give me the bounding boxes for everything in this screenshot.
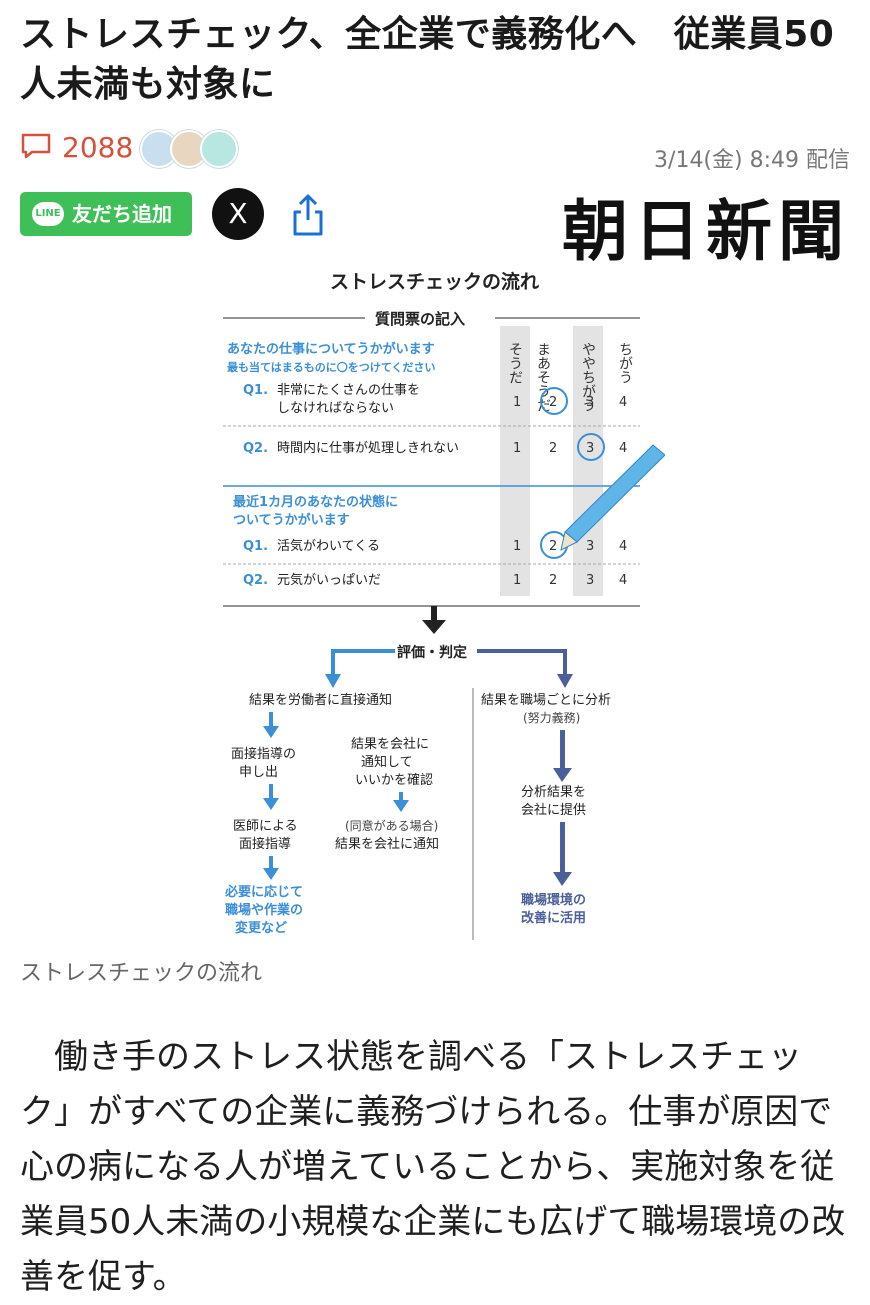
comment-count[interactable]: 2088 [62, 131, 134, 164]
section2-heading: ついてうかがいます [233, 512, 350, 528]
answer-circle [540, 387, 568, 415]
flow-step: 面接指導 [239, 836, 291, 852]
answer-num: 1 [513, 441, 521, 456]
answer-num: 2 [549, 573, 557, 588]
publish-date: 3/14(金) 8:49 配信 [654, 148, 850, 173]
q-text: 活気がわいてくる [277, 538, 380, 554]
answer-num: 3 [586, 395, 594, 410]
article-title: ストレスチェック、全企業で義務化へ 従業員50人未満も対象に [20, 14, 835, 105]
answer-num: 4 [619, 395, 627, 410]
flow-outcome: 変更など [235, 920, 287, 936]
flow-step: 申し出 [239, 765, 278, 780]
meta-row: 2088 3/14(金) 8:49 配信 [20, 128, 850, 173]
flow-step: いいかを確認 [355, 772, 433, 788]
answer-circle [577, 433, 605, 461]
answer-num: 1 [513, 573, 521, 588]
q-text: 非常にたくさんの仕事を [277, 383, 420, 398]
flow-outcome: 職場環境の [521, 892, 586, 908]
share-row: LINE 友だち追加 X 朝日新聞 [20, 188, 850, 270]
col-header: ちがう [617, 342, 633, 384]
line-add-friend-button[interactable]: LINE 友だち追加 [20, 192, 192, 236]
arrow-icon [553, 822, 572, 886]
section1-heading: あなたの仕事についてうかがいます [227, 341, 435, 357]
publisher-logo: 朝日新聞 [562, 192, 850, 270]
flow-outcome: 必要に応じて [224, 884, 303, 900]
answer-num: 3 [586, 539, 594, 554]
answer-num: 4 [619, 573, 627, 588]
branch-left-arrow [331, 649, 395, 678]
arrow-icon [393, 792, 409, 812]
q-text: しなければならない [277, 401, 394, 416]
answer-num: 1 [513, 395, 521, 410]
column-shade [573, 326, 603, 596]
stress-check-flow-figure: ストレスチェックの流れ 質問票の記入 そうだ まあそうだ ややちがう ちがう あ… [223, 270, 665, 940]
answer-num: 2 [549, 441, 557, 456]
q-label: Q2. [243, 573, 268, 588]
arrow-icon [263, 856, 279, 880]
left-branch-heading: 結果を労働者に直接通知 [249, 692, 392, 708]
column-shade [500, 326, 530, 596]
down-arrow-icon [422, 606, 446, 634]
arrow-icon [263, 784, 279, 810]
answer-num: 2 [549, 395, 557, 410]
article-body: 働き手のストレス状態を調べる「ストレスチェック」がすべての企業に義務づけられる。… [20, 1037, 846, 1297]
subtitle-bg [365, 306, 495, 330]
answer-num: 3 [586, 573, 594, 588]
arrow-head [325, 674, 341, 688]
line-add-friend-label: 友だち追加 [72, 202, 172, 226]
arrow-icon [553, 730, 572, 782]
q-label: Q2. [243, 441, 268, 456]
flow-step: 結果を会社に [351, 736, 429, 752]
answer-num: 2 [549, 539, 557, 554]
q-text: 時間内に仕事が処理しきれない [277, 440, 459, 456]
col-header: ややちがう [580, 342, 596, 412]
answer-num: 1 [513, 539, 521, 554]
x-icon: X [228, 197, 248, 230]
flow-step: 面接指導の [231, 746, 296, 762]
share-icon[interactable] [290, 192, 326, 238]
flow-outcome: 職場や作業の [225, 902, 303, 918]
col-header: そうだ [507, 342, 523, 384]
q-text: 元気がいっぱいだ [277, 572, 381, 588]
flow-step: 結果を会社に通知 [335, 836, 439, 852]
arrow-icon [263, 712, 279, 738]
x-share-button[interactable]: X [212, 188, 264, 240]
section1-note: 最も当てはまるものに〇をつけてください [227, 360, 435, 374]
judge-label: 評価・判定 [397, 644, 467, 661]
flow-step: 通知して [361, 754, 413, 770]
pencil-illustration [560, 444, 665, 551]
section2-heading: 最近1カ月のあなたの状態に [233, 494, 398, 510]
branch-right-arrow [477, 649, 567, 678]
avatar [200, 130, 238, 168]
q-label: Q1. [243, 383, 268, 398]
commenter-avatars[interactable] [140, 128, 250, 168]
flow-note: (努力義務) [523, 710, 580, 725]
flow-step: 医師による [233, 819, 298, 834]
flow-outcome: 改善に活用 [521, 910, 586, 926]
comment-icon[interactable] [20, 132, 52, 160]
answer-num: 4 [619, 441, 627, 456]
figure-subtitle: 質問票の記入 [375, 310, 465, 328]
right-branch-heading: 結果を職場ごとに分析 [481, 692, 611, 708]
flow-step: 分析結果を [521, 785, 586, 800]
answer-num: 4 [619, 539, 627, 554]
answer-num: 3 [586, 441, 594, 456]
flow-note: (同意がある場合) [345, 818, 438, 833]
figure-caption: ストレスチェックの流れ [20, 961, 263, 986]
q-label: Q1. [243, 539, 268, 554]
line-icon: LINE [32, 202, 64, 226]
figure-title: ストレスチェックの流れ [330, 270, 539, 293]
flow-step: 会社に提供 [521, 802, 586, 818]
col-header: まあそうだ [535, 342, 551, 412]
arrow-head [557, 674, 573, 688]
